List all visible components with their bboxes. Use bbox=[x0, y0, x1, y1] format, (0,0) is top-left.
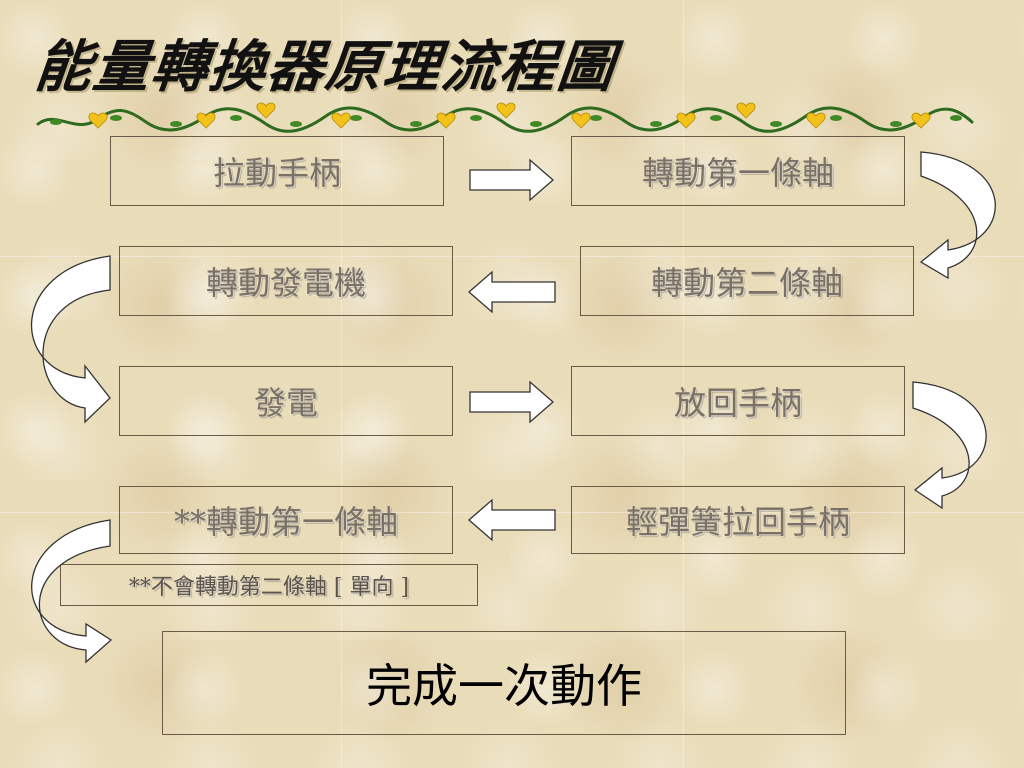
curved-down-arrow-icon bbox=[30, 255, 111, 424]
vine-divider-decoration bbox=[36, 102, 974, 133]
step-spring-return-handle: 輕彈簧拉回手柄 bbox=[571, 486, 905, 554]
step-turn-second-shaft: 轉動第二條軸 bbox=[580, 246, 914, 316]
curved-down-arrow-icon bbox=[912, 381, 987, 510]
left-arrow-icon bbox=[468, 270, 556, 314]
step-turn-first-shaft: 轉動第一條軸 bbox=[571, 136, 905, 206]
step-pull-handle: 拉動手柄 bbox=[110, 136, 444, 206]
step-turn-first-shaft-again: **轉動第一條軸 bbox=[119, 486, 453, 554]
curved-down-arrow-icon bbox=[919, 151, 996, 280]
left-arrow-icon bbox=[468, 498, 556, 542]
step-release-handle: 放回手柄 bbox=[571, 366, 905, 436]
step-generate-electricity: 發電 bbox=[119, 366, 453, 436]
right-arrow-icon bbox=[469, 158, 554, 202]
step-complete-cycle: 完成一次動作 bbox=[162, 631, 846, 735]
curved-down-arrow-icon bbox=[31, 519, 113, 664]
note-one-way: **不會轉動第二條軸 [ 單向 ] bbox=[60, 564, 478, 606]
grid-line bbox=[341, 0, 342, 768]
grid-line bbox=[683, 0, 684, 768]
right-arrow-icon bbox=[469, 380, 554, 424]
grid-line bbox=[0, 256, 1024, 257]
step-turn-generator: 轉動發電機 bbox=[119, 246, 453, 316]
